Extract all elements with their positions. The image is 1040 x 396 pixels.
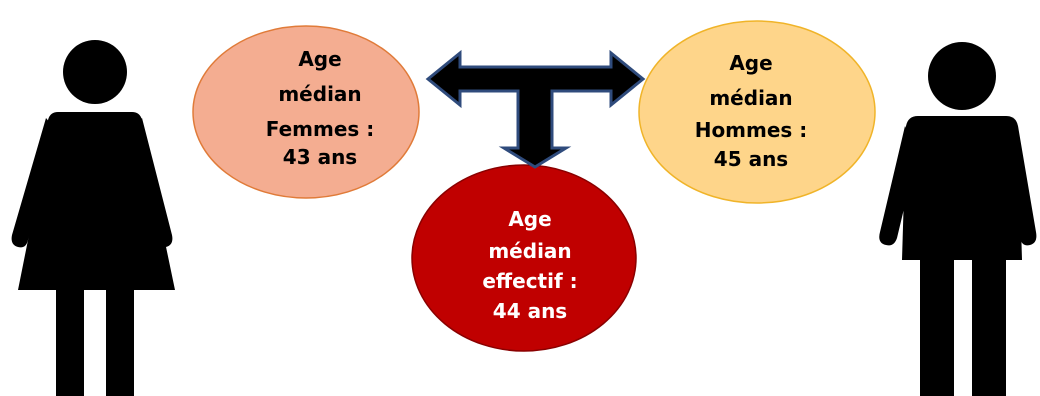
woman-icon xyxy=(11,40,175,396)
men-label-line-3: Hommes : xyxy=(695,118,808,142)
effective-label-line-3: effectif : xyxy=(482,269,577,293)
women-label: Age médian Femmes : 43 ans xyxy=(266,47,375,169)
women-median-value: 43 ans xyxy=(283,145,357,169)
men-label-line-1: Age xyxy=(729,51,772,75)
women-label-line-1: Age xyxy=(298,47,341,71)
effective-label-line-1: Age xyxy=(508,207,551,231)
man-icon xyxy=(879,42,1037,396)
men-median-bubble xyxy=(638,20,876,204)
men-median-value: 45 ans xyxy=(714,147,788,171)
effective-label-line-2: médian xyxy=(488,239,571,263)
effective-label: Age médian effectif : 44 ans xyxy=(482,207,577,323)
women-label-line-2: médian xyxy=(278,82,361,106)
women-label-line-3: Femmes : xyxy=(266,117,375,141)
men-label-line-2: médian xyxy=(709,86,792,110)
effective-median-value: 44 ans xyxy=(493,299,567,323)
effective-median-bubble xyxy=(411,164,637,352)
t-arrow-icon xyxy=(425,49,646,169)
men-label: Age médian Hommes : 45 ans xyxy=(695,51,808,171)
women-median-bubble xyxy=(192,25,420,199)
